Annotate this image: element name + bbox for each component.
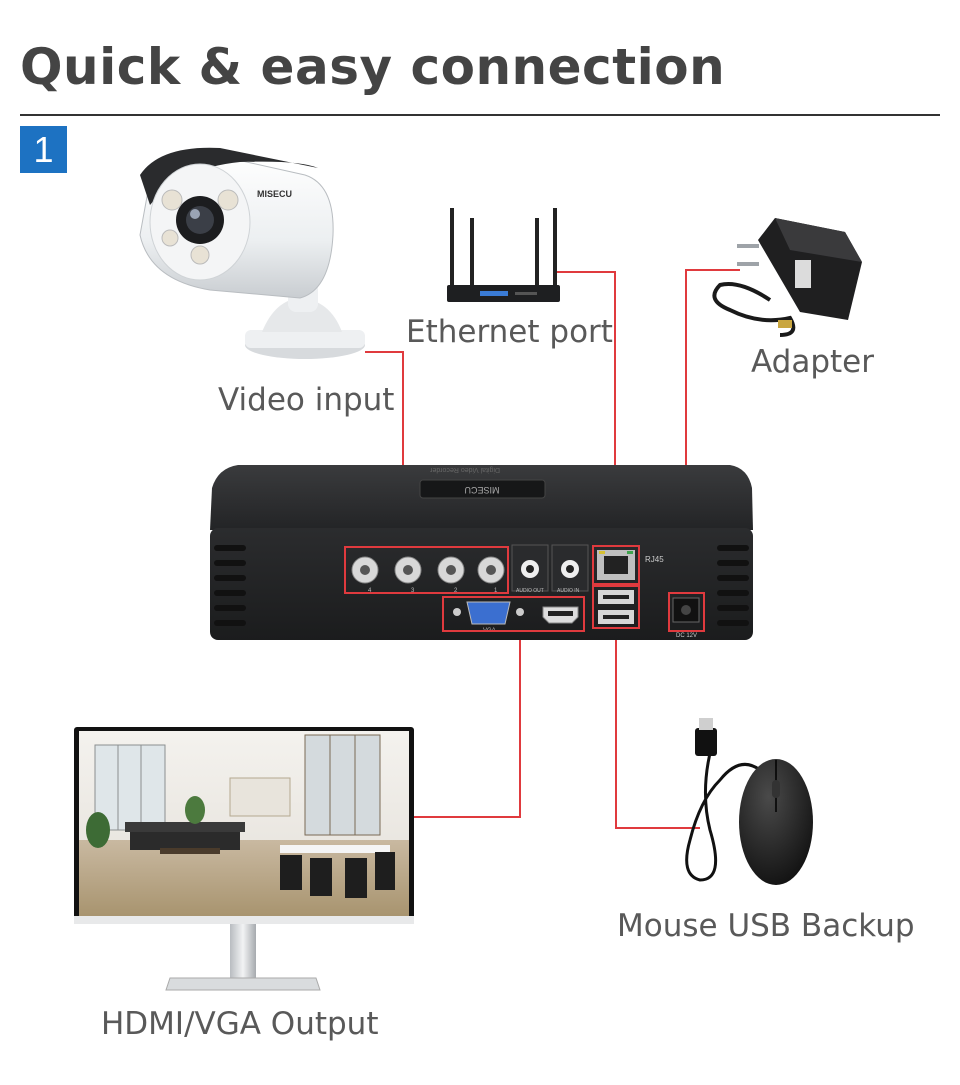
audio-out-label: AUDIO OUT xyxy=(516,588,544,594)
dc-label: DC 12V xyxy=(676,633,697,639)
monitor xyxy=(74,727,414,991)
rj45-highlight xyxy=(592,545,640,585)
mouse-usb-backup-label: Mouse USB Backup xyxy=(617,908,915,944)
vga-hdmi-highlight xyxy=(442,596,585,632)
rj45-label: RJ45 xyxy=(645,555,664,564)
bullet-camera: MISECU xyxy=(139,147,365,359)
usb-connector-line xyxy=(615,628,700,829)
page-title: Quick & easy connection xyxy=(20,38,726,96)
video-ports-highlight xyxy=(344,546,509,594)
vga-connector-line xyxy=(413,632,521,818)
adapter-label: Adapter xyxy=(751,344,874,380)
video-input-label: Video input xyxy=(218,382,395,418)
ethernet-port-label: Ethernet port xyxy=(406,314,613,350)
usb-highlight xyxy=(592,585,640,629)
bnc-video-ports: 4 3 2 1 xyxy=(351,556,505,594)
bnc-port-label: 4 xyxy=(368,588,372,594)
svg-text:Digital Video Recorder: Digital Video Recorder xyxy=(429,466,500,473)
dvr-top-brand-text: MISECU xyxy=(464,485,499,495)
title-divider xyxy=(20,114,940,116)
usb-mouse xyxy=(685,718,813,885)
bnc-port-label: 1 xyxy=(494,588,498,594)
bnc-port-label: 3 xyxy=(411,588,415,594)
router xyxy=(447,208,560,302)
dvr-recorder: MISECU Digital Video Recorder 4 3 2 1 xyxy=(210,465,753,640)
audio-in-label: AUDIO IN xyxy=(557,588,580,594)
bnc-port-label: 2 xyxy=(454,588,458,594)
hdmi-vga-output-label: HDMI/VGA Output xyxy=(101,1006,379,1042)
camera-brand-text: MISECU xyxy=(257,189,292,199)
dc-power-highlight xyxy=(668,592,705,632)
ethernet-connector-line xyxy=(555,271,616,545)
power-adapter xyxy=(712,218,862,337)
step-number-badge: 1 xyxy=(20,126,67,173)
